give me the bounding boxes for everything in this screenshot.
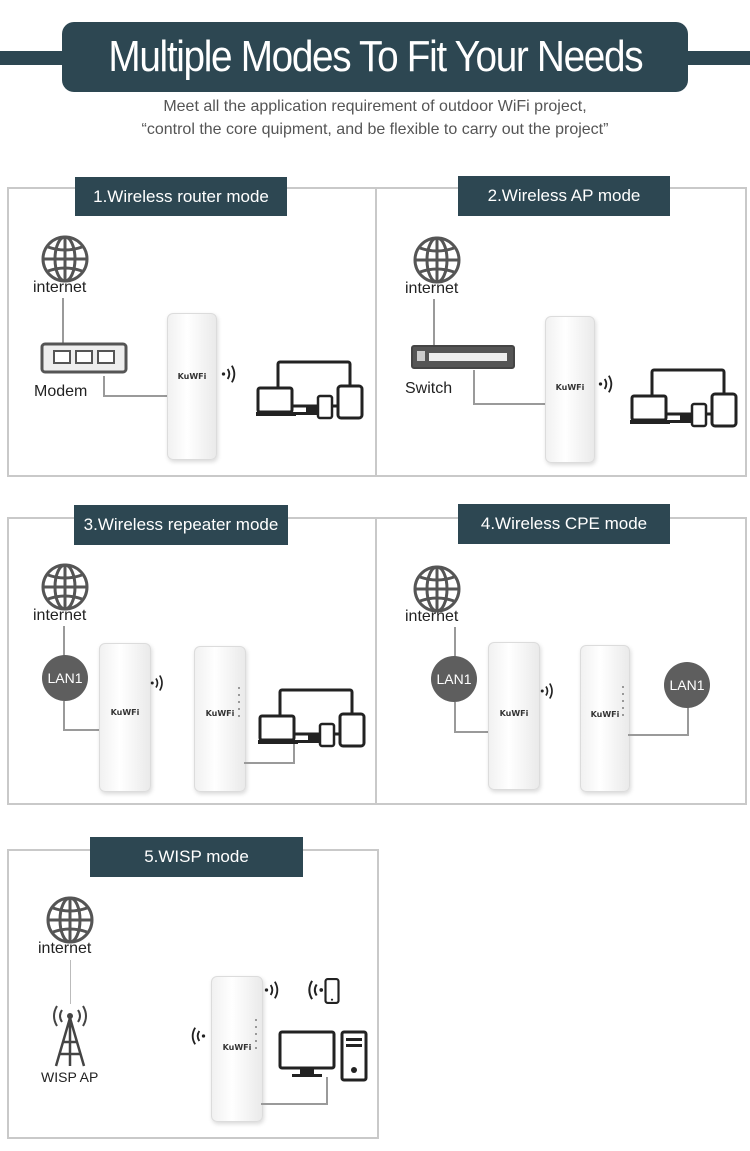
kuwfi-cpe-device: KuWFi bbox=[488, 642, 540, 790]
wifi-signal-left-icon bbox=[186, 1024, 206, 1048]
connector-line bbox=[70, 960, 71, 1004]
brand-label: KuWFi bbox=[177, 372, 207, 381]
mode-label: 1.Wireless router mode bbox=[75, 177, 287, 216]
phone-icon bbox=[324, 978, 340, 1004]
brand-label: KuWFi bbox=[222, 1043, 252, 1052]
connector-line bbox=[63, 626, 65, 656]
kuwfi-cpe-device: KuWFi bbox=[580, 645, 630, 792]
brand-label: KuWFi bbox=[205, 709, 235, 718]
wifi-signal-icon bbox=[540, 680, 558, 702]
connector-line bbox=[63, 729, 99, 731]
kuwfi-cpe-device: KuWFi bbox=[99, 643, 151, 792]
wisp-ap-label: WISP AP bbox=[41, 1069, 99, 1085]
connector-line bbox=[454, 702, 456, 732]
connector-line bbox=[473, 403, 545, 405]
lan-port-badge: LAN1 bbox=[431, 656, 477, 702]
wifi-signal-icon bbox=[150, 672, 168, 694]
connector-line bbox=[628, 734, 688, 736]
client-devices-icon bbox=[256, 360, 366, 420]
brand-label: KuWFi bbox=[499, 709, 529, 718]
globe-icon bbox=[45, 895, 95, 945]
kuwfi-cpe-device: KuWFi bbox=[545, 316, 595, 463]
internet-label: internet bbox=[38, 940, 92, 957]
mode-label: 2.Wireless AP mode bbox=[458, 176, 670, 216]
connector-line bbox=[454, 627, 456, 657]
connector-line bbox=[293, 744, 295, 764]
mode-label: 4.Wireless CPE mode bbox=[458, 504, 670, 544]
wifi-signal-icon bbox=[221, 362, 241, 386]
internet-label: internet bbox=[33, 607, 87, 624]
connector-line bbox=[103, 376, 105, 396]
client-devices-icon bbox=[630, 368, 740, 428]
page-title: Multiple Modes To Fit Your Needs bbox=[62, 22, 688, 92]
switch-icon bbox=[411, 345, 515, 369]
wifi-signal-icon bbox=[598, 372, 618, 396]
internet-label: internet bbox=[405, 280, 459, 297]
tower-icon bbox=[53, 1005, 87, 1067]
kuwfi-cpe-device: KuWFi bbox=[211, 976, 263, 1122]
wifi-signal-left-icon bbox=[302, 977, 324, 1003]
globe-icon bbox=[40, 234, 90, 284]
wifi-signal-icon bbox=[264, 978, 284, 1002]
panel-wireless-cpe-mode bbox=[375, 517, 747, 805]
brand-label: KuWFi bbox=[555, 383, 585, 392]
globe-icon bbox=[412, 564, 462, 614]
lan-port-badge: LAN1 bbox=[664, 662, 710, 708]
mode-label: 3.Wireless repeater mode bbox=[74, 505, 288, 545]
title-rule-right bbox=[680, 51, 750, 65]
subtitle-line-1: Meet all the application requirement of … bbox=[163, 98, 587, 115]
connector-line bbox=[687, 706, 689, 736]
globe-icon bbox=[412, 235, 462, 285]
connector-line bbox=[261, 1103, 327, 1105]
subtitle-line-2: “control the core quipment, and be flexi… bbox=[141, 121, 609, 138]
switch-label: Switch bbox=[405, 380, 453, 397]
brand-label: KuWFi bbox=[110, 708, 140, 717]
internet-label: internet bbox=[33, 279, 87, 296]
connector-line bbox=[62, 298, 64, 344]
title-rule-left bbox=[0, 51, 70, 65]
client-devices-icon bbox=[258, 688, 368, 748]
desktop-computer-icon bbox=[278, 1030, 368, 1082]
brand-label: KuWFi bbox=[590, 710, 620, 719]
kuwfi-cpe-device: KuWFi bbox=[194, 646, 246, 792]
connector-line bbox=[433, 299, 435, 346]
internet-label: internet bbox=[405, 608, 459, 625]
connector-line bbox=[63, 701, 65, 730]
kuwfi-cpe-device: KuWFi bbox=[167, 313, 217, 460]
globe-icon bbox=[40, 562, 90, 612]
connector-line bbox=[473, 370, 475, 404]
connector-line bbox=[454, 731, 488, 733]
lan-port-badge: LAN1 bbox=[42, 655, 88, 701]
connector-line bbox=[244, 762, 294, 764]
modem-icon bbox=[40, 342, 128, 374]
mode-label: 5.WISP mode bbox=[90, 837, 303, 877]
modem-label: Modem bbox=[34, 383, 88, 400]
connector-line bbox=[326, 1077, 328, 1105]
connector-line bbox=[103, 395, 167, 397]
